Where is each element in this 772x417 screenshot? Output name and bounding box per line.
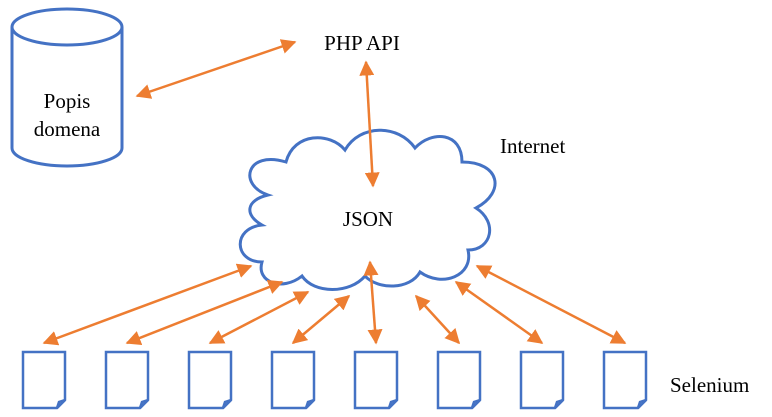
database-label-line1: Popis (44, 89, 91, 113)
client-document-icon (602, 350, 648, 410)
php-api-label: PHP API (324, 31, 400, 55)
client-document-icon (353, 350, 399, 410)
arrow-client-2 (125, 279, 284, 346)
client-document-icon (21, 350, 67, 410)
client-document-icon (519, 350, 565, 410)
client-document-icon (270, 350, 316, 410)
arrow-client-5 (363, 260, 383, 345)
arrow-client-1 (42, 263, 253, 346)
database-label-line2: domena (34, 117, 101, 141)
arrow-php-to-database (135, 39, 297, 99)
internet-label: Internet (500, 134, 565, 158)
arrow-client-8 (475, 264, 627, 345)
json-label: JSON (343, 207, 393, 231)
client-document-icon (187, 350, 233, 410)
arrow-client-6 (414, 294, 461, 345)
arrow-client-7 (454, 280, 544, 345)
arrow-client-4 (291, 295, 351, 344)
client-document-icon (104, 350, 150, 410)
selenium-label: Selenium (670, 373, 749, 397)
arrow-client-3 (208, 290, 310, 345)
arrow-php-to-json (359, 60, 380, 188)
client-document-icon (436, 350, 482, 410)
database-cylinder-icon (10, 7, 124, 168)
internet-cloud-icon (238, 128, 497, 291)
